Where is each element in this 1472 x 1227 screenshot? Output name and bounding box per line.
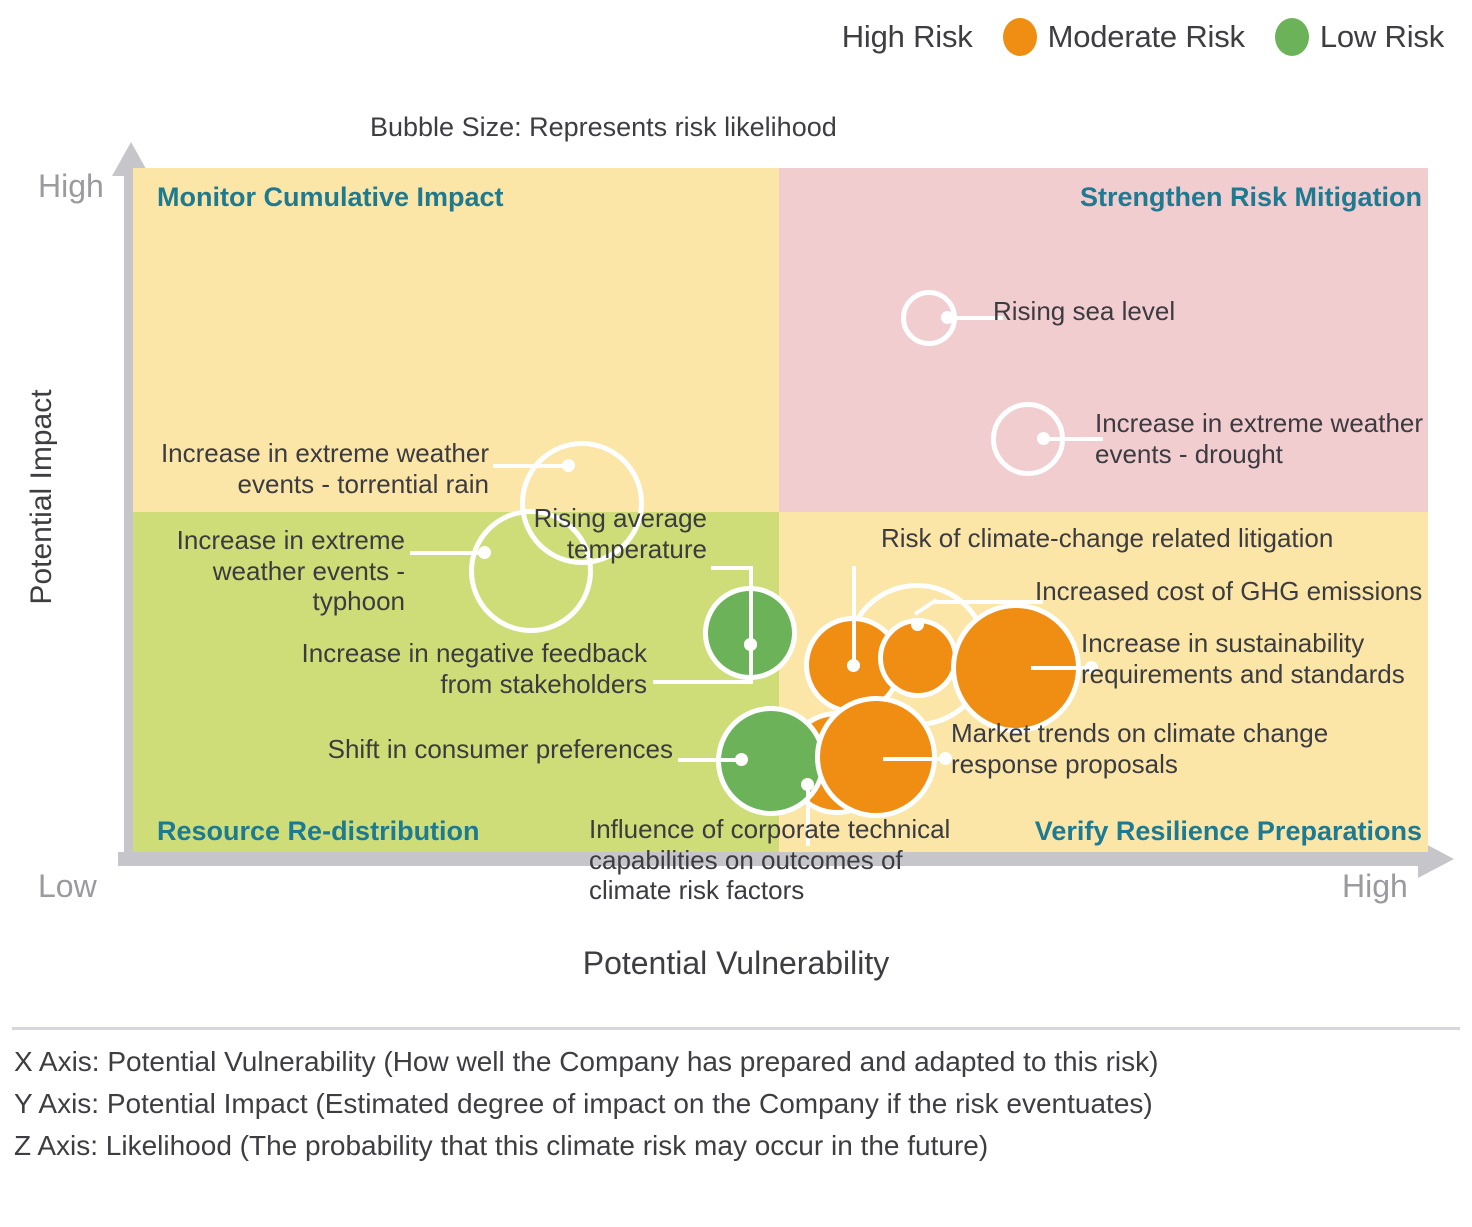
chart-legend: High Risk Moderate Risk Low Risk xyxy=(0,18,1444,56)
legend-swatch-high-risk xyxy=(797,18,831,56)
legend-item-low-risk: Low Risk xyxy=(1274,18,1444,56)
legend-swatch-moderate-risk xyxy=(1002,18,1037,56)
label-rising-sea-level: Rising sea level xyxy=(993,296,1176,326)
anchor-extreme-weather-drought xyxy=(1037,432,1050,445)
anchor-shift-consumer-preferences xyxy=(735,753,748,766)
quadrant-label-bottom-right: Verify Resilience Preparations xyxy=(1034,816,1422,846)
footnote-block: X Axis: Potential Vulnerability (How wel… xyxy=(14,1046,1454,1172)
y-axis-arrow-icon xyxy=(112,142,150,864)
leader-rising-sea-level xyxy=(951,316,1003,320)
label-climate-change-litigation: Risk of climate-change related litigatio… xyxy=(881,523,1334,553)
anchor-extreme-weather-torrential-rain xyxy=(562,459,575,472)
leader-rising-average-temperature-v xyxy=(749,566,753,642)
leader-market-trends-response-proposals xyxy=(883,757,945,761)
bubble-extreme-weather-typhoon[interactable] xyxy=(469,509,593,633)
leader-increased-cost-ghg-h xyxy=(933,600,1043,604)
label-sustainability-requirements: Increase in sustainability requirements … xyxy=(1081,628,1405,689)
quadrant-label-top-left: Monitor Cumulative Impact xyxy=(157,182,504,212)
label-corporate-technical-capabilities: Influence of corporate technical capabil… xyxy=(589,814,951,906)
footnote-line-y-axis: Y Axis: Potential Impact (Estimated degr… xyxy=(14,1088,1153,1119)
label-market-trends-response-proposals: Market trends on climate change response… xyxy=(951,718,1329,779)
anchor-climate-change-litigation xyxy=(847,659,860,672)
legend-item-high-risk: High Risk xyxy=(797,18,973,56)
y-axis-title: Potential Impact xyxy=(25,389,58,605)
leader-corporate-technical-capabilities xyxy=(806,784,810,846)
leader-extreme-weather-torrential-rain xyxy=(493,464,565,468)
anchor-extreme-weather-typhoon xyxy=(478,546,491,559)
leader-climate-change-litigation xyxy=(852,566,856,664)
leader-rising-average-temperature-h xyxy=(711,566,753,570)
label-rising-average-temperature: Rising average temperature xyxy=(533,503,707,564)
legend-label-high-risk: High Risk xyxy=(841,19,973,54)
quadrant-top-left xyxy=(133,168,779,512)
footnote-line-z-axis: Z Axis: Likelihood (The probability that… xyxy=(14,1130,989,1161)
leader-shift-consumer-preferences xyxy=(678,758,740,762)
leader-negative-feedback-v xyxy=(749,644,753,684)
legend-swatch-low-risk xyxy=(1274,18,1309,56)
bubble-ghg-inner-marker[interactable] xyxy=(878,618,958,698)
legend-item-moderate-risk: Moderate Risk xyxy=(1002,18,1245,56)
leader-sustainability-requirements xyxy=(1031,666,1089,670)
x-axis-high-label: High xyxy=(1342,868,1408,904)
leader-extreme-weather-typhoon xyxy=(410,551,482,555)
anchor-market-trends-response-proposals xyxy=(939,752,952,765)
y-axis-high-label: High xyxy=(38,168,104,204)
bubble-size-note: Bubble Size: Represents risk likelihood xyxy=(370,112,837,142)
label-negative-feedback-stakeholders: Increase in negative feedback from stake… xyxy=(301,638,647,699)
label-extreme-weather-typhoon: Increase in extreme weather events -typh… xyxy=(176,525,405,617)
plot-area: Monitor Cumulative Impact Strengthen Ris… xyxy=(133,168,1428,905)
footnote-line-x-axis: X Axis: Potential Vulnerability (How wel… xyxy=(14,1046,1159,1077)
anchor-sustainability-requirements xyxy=(1085,661,1098,674)
legend-label-moderate-risk: Moderate Risk xyxy=(1047,19,1245,54)
label-extreme-weather-torrential-rain: Increase in extreme weather events - tor… xyxy=(160,438,489,499)
leader-extreme-weather-drought xyxy=(1047,437,1103,441)
label-extreme-weather-drought: Increase in extreme weather events - dro… xyxy=(1095,408,1424,469)
quadrant-label-top-right: Strengthen Risk Mitigation xyxy=(1079,182,1422,212)
quadrant-top-right xyxy=(779,168,1428,512)
x-axis-arrow-icon xyxy=(118,840,1454,878)
leader-negative-feedback-h xyxy=(653,680,753,684)
legend-label-low-risk: Low Risk xyxy=(1319,19,1444,54)
x-axis-title: Potential Vulnerability xyxy=(582,945,890,981)
footnote-divider xyxy=(12,1027,1460,1030)
label-shift-consumer-preferences: Shift in consumer preferences xyxy=(327,734,673,764)
anchor-rising-sea-level xyxy=(941,311,954,324)
quadrant-label-bottom-left: Resource Re-distribution xyxy=(157,816,480,846)
anchor-increased-cost-ghg-emissions xyxy=(911,618,924,631)
x-axis-low-label: Low xyxy=(38,868,97,904)
label-increased-cost-ghg-emissions: Increased cost of GHG emissions xyxy=(1035,576,1423,606)
